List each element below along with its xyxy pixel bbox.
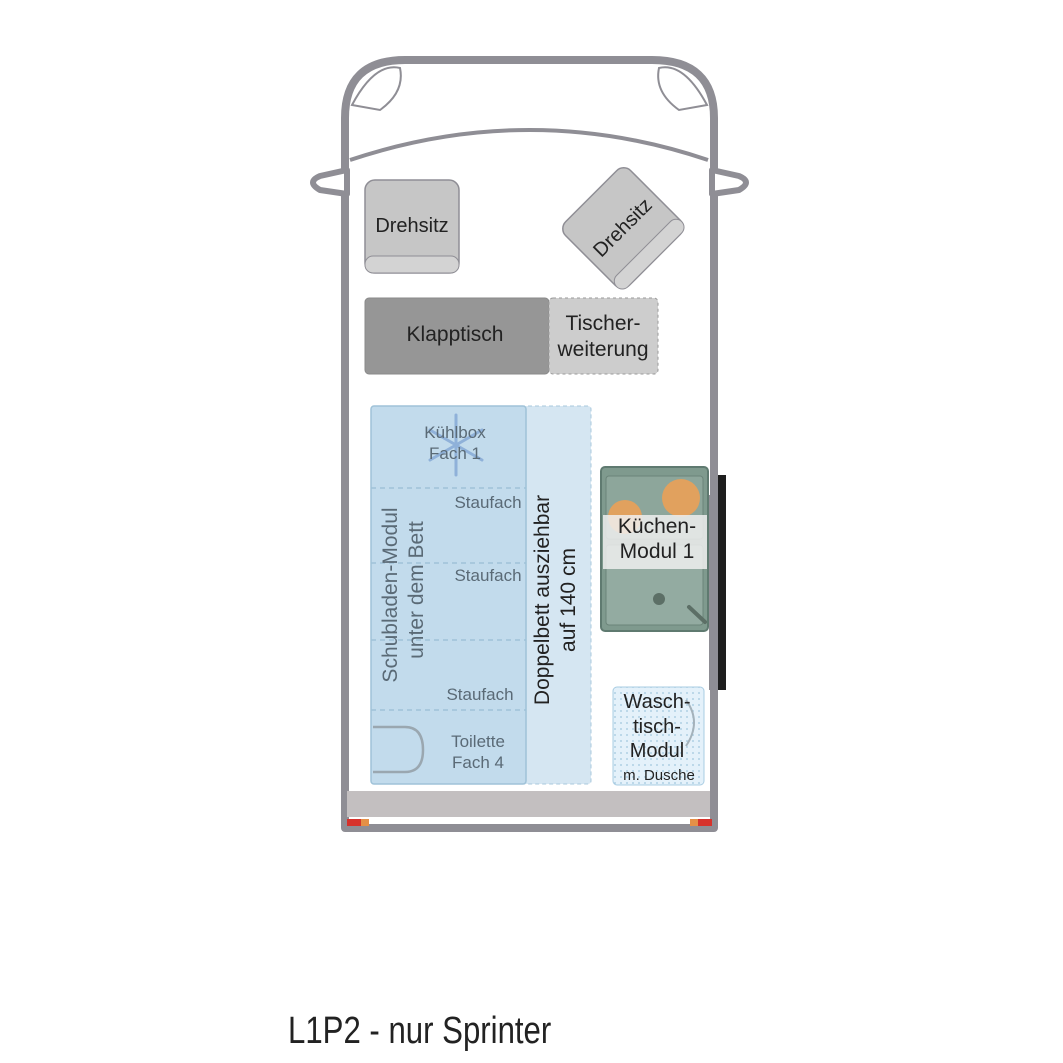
wash-label-1: Wasch-: [623, 691, 690, 713]
toilet-label-2: Fach 4: [452, 753, 504, 772]
bed-label-2: auf 140 cm: [557, 548, 580, 652]
table-ext-label-2: weiterung: [556, 338, 648, 361]
storage-label: Staufach: [454, 493, 521, 512]
right-tail-light: [698, 819, 712, 826]
wash-label-3: Modul: [630, 740, 684, 762]
windshield-line: [349, 128, 709, 162]
coolbox-label-1: Kühlbox: [424, 423, 486, 442]
snowflake-icon: [428, 413, 484, 477]
storage-label: Staufach: [454, 566, 521, 585]
table-ext-label-1: Tischer-: [565, 312, 640, 335]
coolbox-label-2: Fach 1: [429, 444, 481, 463]
bed-label-1: Doppelbett ausziehbar: [531, 495, 554, 705]
storage-label: Staufach: [446, 685, 513, 704]
washbasin-module: Wasch- tisch- Modul m. Dusche: [612, 686, 705, 786]
drawer-label-1: Schubladen-Modul: [379, 507, 402, 682]
swivel-seat-left: Drehsitz: [364, 179, 460, 274]
left-indicator: [361, 819, 369, 826]
plan-caption: L1P2 - nur Sprinter: [288, 1010, 552, 1052]
drawer-module: Kühlbox Fach 1 Staufach Staufach Staufac…: [370, 405, 527, 785]
toilet-label-1: Toilette: [451, 732, 505, 751]
kitchen-module: Küchen- Modul 1: [600, 466, 709, 632]
kitchen-label-2: Modul 1: [620, 540, 695, 563]
left-mirror: [310, 167, 350, 197]
sink-drain-icon: [653, 593, 665, 605]
side-door-frame: [709, 495, 716, 690]
basin-icon: [685, 699, 695, 747]
right-a-pillar: [657, 66, 709, 112]
table-extension: Tischer- weiterung: [548, 297, 659, 375]
kitchen-label-1: Küchen-: [618, 515, 696, 538]
faucet-icon: [687, 605, 707, 624]
toilet-icon: [373, 725, 425, 774]
seat-left-label: Drehsitz: [375, 215, 448, 237]
swivel-seat-right: Drehsitz: [562, 167, 685, 290]
right-mirror: [709, 167, 749, 197]
folding-table: Klapptisch: [364, 297, 550, 375]
drawer-label-2: unter dem Bett: [405, 521, 428, 659]
right-indicator: [690, 819, 698, 826]
wash-label-2: tisch-: [633, 716, 681, 738]
left-a-pillar: [350, 66, 402, 112]
stove-burner-icon: [662, 479, 700, 517]
rear-bumper: [347, 791, 710, 817]
table-label: Klapptisch: [407, 323, 504, 346]
left-tail-light: [347, 819, 361, 826]
side-door-bar: [718, 475, 726, 690]
wash-label-4: m. Dusche: [623, 767, 695, 784]
